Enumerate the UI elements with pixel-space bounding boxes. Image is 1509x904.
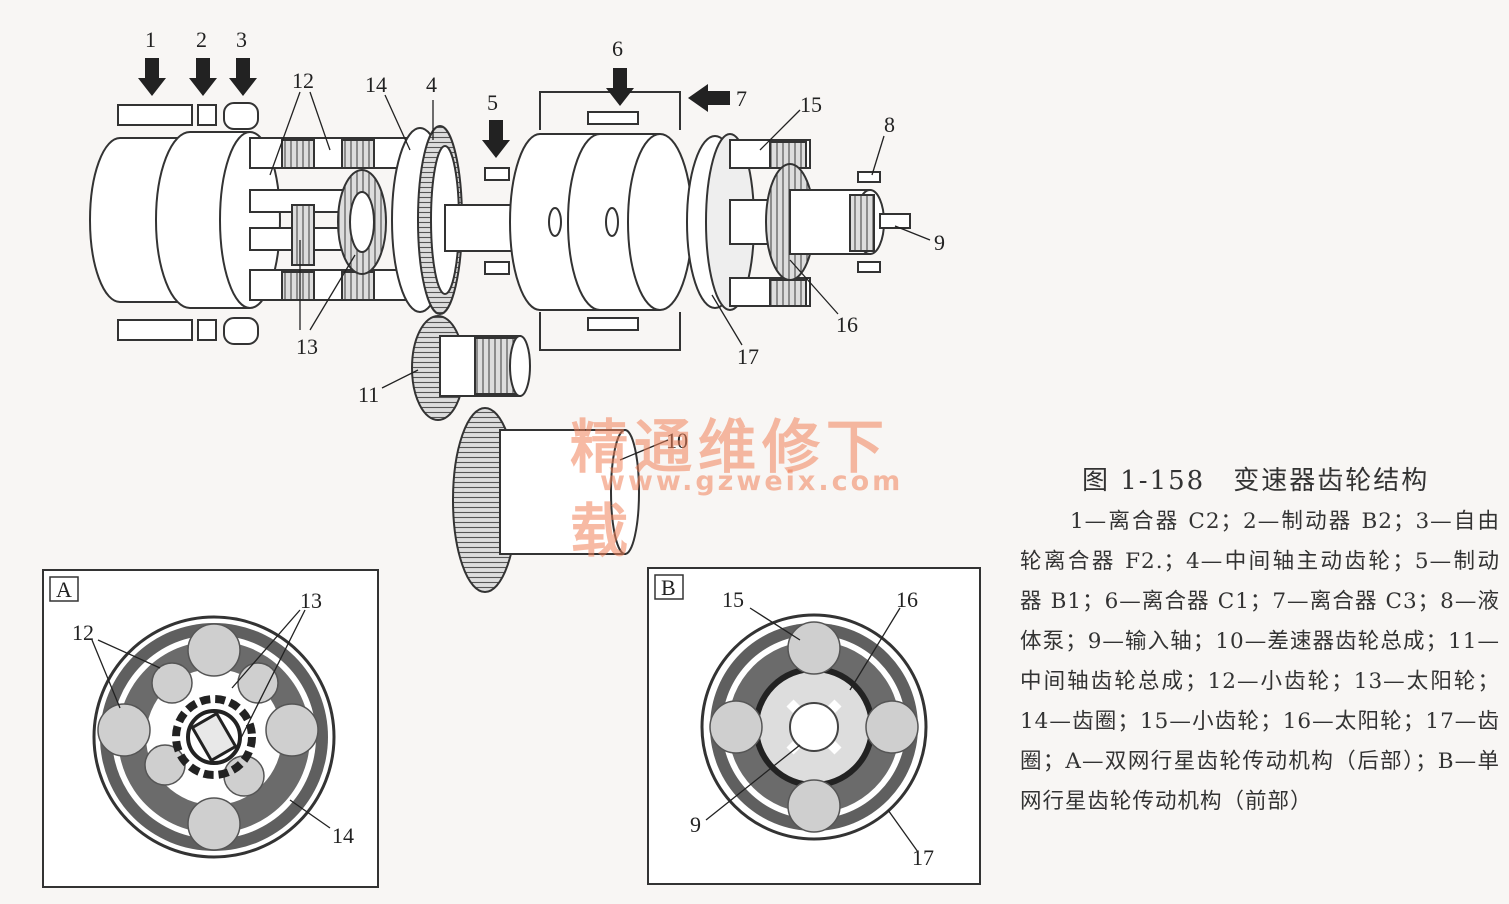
watermark-url: www.gzweix.com	[600, 466, 904, 497]
label-16: 16	[836, 312, 858, 337]
panel-a-label-14: 14	[332, 823, 354, 848]
label-2: 2	[196, 27, 207, 52]
label-17: 17	[737, 344, 759, 369]
label-12: 12	[292, 68, 314, 93]
arrow-7	[688, 84, 730, 112]
panel-b-label-16: 16	[896, 587, 918, 612]
label-7: 7	[736, 86, 747, 111]
panel-b-tag: B	[661, 575, 676, 600]
panel-a-label-12: 12	[72, 620, 94, 645]
label-3: 3	[236, 27, 247, 52]
label-13: 13	[296, 334, 318, 359]
arrow-1	[138, 58, 166, 96]
panel-b-label-15: 15	[722, 587, 744, 612]
label-14: 14	[365, 72, 387, 97]
watermark-title: 精通维修下载	[570, 413, 891, 565]
label-1: 1	[145, 27, 156, 52]
arrow-3	[229, 58, 257, 96]
main-assembly	[89, 58, 911, 593]
arrow-6	[606, 68, 634, 106]
label-10: 10	[666, 428, 688, 453]
label-5: 5	[487, 90, 498, 115]
main-number-labels: 1 2 3 12 14 4 5 6 7 15 8 9 16 17 13 11 1…	[145, 27, 945, 453]
label-8: 8	[884, 112, 895, 137]
main-leaders	[269, 91, 931, 461]
label-11: 11	[358, 382, 379, 407]
arrow-5	[482, 120, 510, 158]
panel-b: B 15 16 9 17	[647, 567, 981, 885]
figure-caption-body: 1—离合器 C2；2—制动器 B2；3—自由轮离合器 F2.；4—中间轴主动齿轮…	[1020, 509, 1500, 814]
panel-b-label-17: 17	[912, 845, 934, 870]
panel-a-tag: A	[56, 577, 72, 602]
label-15: 15	[800, 92, 822, 117]
arrow-2	[189, 58, 217, 96]
label-6: 6	[612, 36, 623, 61]
figure-caption-title: 图 1-158 变速器齿轮结构	[1082, 466, 1430, 496]
panel-a: A 12 13 14	[42, 569, 379, 888]
label-4: 4	[426, 72, 437, 97]
label-9: 9	[934, 230, 945, 255]
panel-a-label-13: 13	[300, 588, 322, 613]
panel-b-label-9: 9	[690, 812, 701, 837]
